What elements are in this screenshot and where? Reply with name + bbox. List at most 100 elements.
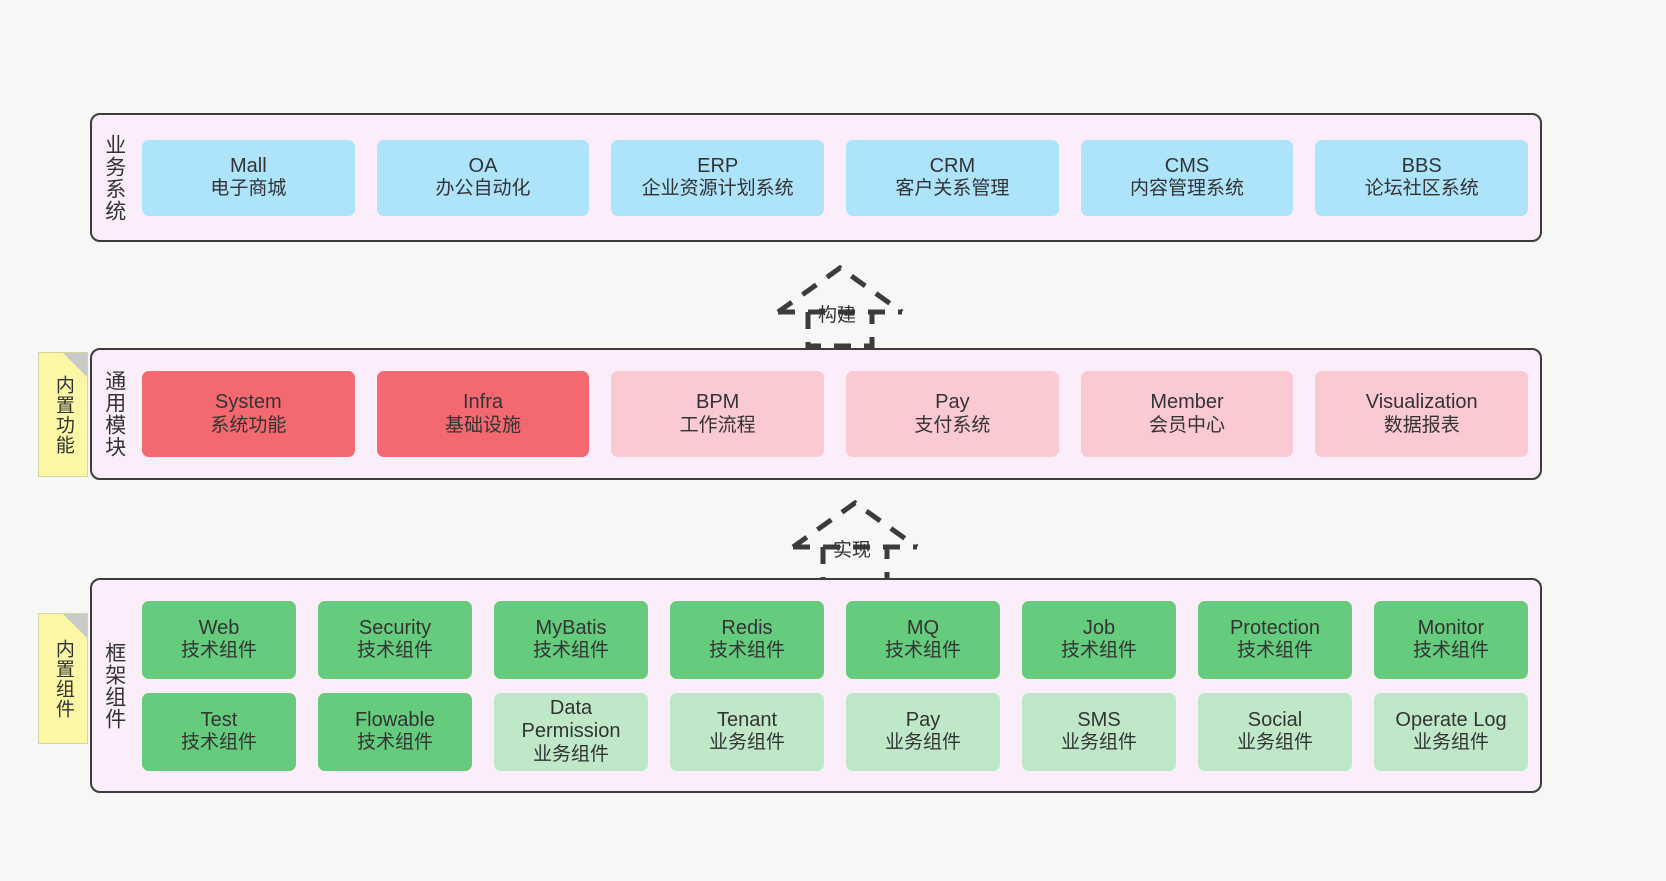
card-social[interactable]: Social 业务组件: [1198, 692, 1352, 771]
implement-relation-arrow: 实现: [775, 497, 935, 584]
business-system-layer-body: Mall 电子商城 OA 办公自动化 ERP 企业资源计划系统 CRM 客户关系…: [136, 115, 1540, 240]
note-fold-corner-icon: [63, 614, 87, 638]
framework-component-layer-body: Web 技术组件 Security 技术组件 MyBatis 技术组件 Redi…: [136, 580, 1540, 791]
card-visualization[interactable]: Visualization 数据报表: [1315, 371, 1529, 457]
card-social-subtitle: 业务组件: [1236, 732, 1313, 754]
card-redis[interactable]: Redis 技术组件: [670, 600, 824, 679]
card-sms[interactable]: SMS 业务组件: [1022, 692, 1176, 771]
builtin-feature-note-label: 内置功能: [52, 374, 74, 455]
card-web-title: Web: [198, 616, 240, 639]
common-module-layer-title: 通用模块: [102, 370, 126, 458]
card-bbs-subtitle: 论坛社区系统: [1364, 178, 1479, 200]
card-erp-subtitle: 企业资源计划系统: [641, 178, 794, 200]
card-bpm[interactable]: BPM 工作流程: [611, 371, 825, 457]
card-mq[interactable]: MQ 技术组件: [846, 600, 1000, 679]
card-sms-title: SMS: [1077, 708, 1121, 731]
card-job[interactable]: Job 技术组件: [1022, 600, 1176, 679]
card-security-subtitle: 技术组件: [356, 640, 433, 662]
card-mybatis-subtitle: 技术组件: [532, 640, 609, 662]
card-job-title: Job: [1082, 616, 1116, 639]
card-security[interactable]: Security 技术组件: [318, 600, 472, 679]
card-member-title: Member: [1150, 391, 1224, 413]
build-relation-arrow-label: 构建: [818, 305, 857, 326]
card-monitor-title: Monitor: [1417, 616, 1485, 639]
card-operate-log-subtitle: 业务组件: [1412, 732, 1489, 754]
card-protection[interactable]: Protection 技术组件: [1198, 600, 1352, 679]
card-test-subtitle: 技术组件: [180, 732, 257, 754]
builtin-feature-note: 内置功能: [38, 352, 88, 477]
card-web[interactable]: Web 技术组件: [142, 600, 296, 679]
card-erp[interactable]: ERP 企业资源计划系统: [611, 139, 825, 216]
card-mall-title: Mall: [230, 154, 267, 177]
card-mybatis-title: MyBatis: [535, 616, 607, 639]
card-system-title: System: [214, 391, 282, 413]
card-pay-component-title: Pay: [905, 708, 941, 731]
card-crm[interactable]: CRM 客户关系管理: [846, 139, 1059, 216]
card-system[interactable]: System 系统功能: [142, 371, 355, 457]
card-erp-title: ERP: [697, 154, 739, 177]
card-monitor-subtitle: 技术组件: [1412, 640, 1489, 662]
framework-component-row-1: Web 技术组件 Security 技术组件 MyBatis 技术组件 Redi…: [142, 600, 1528, 679]
common-module-layer: 通用模块 System 系统功能 Infra 基础设施 BPM 工作流程 Pay…: [90, 348, 1542, 480]
card-web-subtitle: 技术组件: [180, 640, 257, 662]
card-sms-subtitle: 业务组件: [1060, 732, 1137, 754]
card-mall[interactable]: Mall 电子商城: [142, 139, 355, 216]
card-pay-module[interactable]: Pay 支付系统: [846, 371, 1059, 457]
common-module-layer-body: System 系统功能 Infra 基础设施 BPM 工作流程 Pay 支付系统…: [136, 350, 1540, 478]
card-job-subtitle: 技术组件: [1060, 640, 1137, 662]
builtin-component-note: 内置组件: [38, 613, 88, 744]
card-tenant-subtitle: 业务组件: [708, 732, 785, 754]
card-system-subtitle: 系统功能: [210, 414, 287, 436]
card-crm-title: CRM: [929, 154, 976, 177]
common-module-row: System 系统功能 Infra 基础设施 BPM 工作流程 Pay 支付系统…: [142, 371, 1529, 457]
card-oa-subtitle: 办公自动化: [435, 178, 531, 200]
card-tenant[interactable]: Tenant 业务组件: [670, 692, 824, 771]
card-oa[interactable]: OA 办公自动化: [376, 139, 590, 216]
card-data-permission-subtitle: 业务组件: [532, 743, 609, 765]
card-flowable[interactable]: Flowable 技术组件: [318, 692, 472, 771]
card-mybatis[interactable]: MyBatis 技术组件: [494, 600, 648, 679]
card-redis-subtitle: 技术组件: [708, 640, 785, 662]
implement-relation-arrow-label: 实现: [833, 540, 872, 561]
card-protection-title: Protection: [1229, 616, 1321, 639]
card-security-title: Security: [358, 616, 432, 639]
card-member-subtitle: 会员中心: [1149, 414, 1226, 436]
note-fold-corner-icon: [63, 353, 87, 377]
framework-component-layer: 框架组件 Web 技术组件 Security 技术组件 MyBatis 技术组件…: [90, 578, 1542, 793]
card-pay-component-subtitle: 业务组件: [884, 732, 961, 754]
card-test-title: Test: [200, 708, 238, 731]
card-pay-module-title: Pay: [935, 391, 970, 413]
card-mq-subtitle: 技术组件: [884, 640, 961, 662]
card-test[interactable]: Test 技术组件: [142, 692, 296, 771]
card-cms[interactable]: CMS 内容管理系统: [1080, 139, 1294, 216]
card-data-permission[interactable]: Data Permission 业务组件: [494, 692, 648, 771]
card-protection-subtitle: 技术组件: [1236, 640, 1313, 662]
card-monitor[interactable]: Monitor 技术组件: [1374, 600, 1528, 679]
card-oa-title: OA: [468, 154, 498, 177]
card-flowable-subtitle: 技术组件: [356, 732, 433, 754]
business-system-layer-title: 业务系统: [102, 133, 126, 222]
card-operate-log-title: Operate Log: [1395, 708, 1507, 731]
card-infra[interactable]: Infra 基础设施: [376, 371, 590, 457]
framework-component-layer-title: 框架组件: [102, 641, 126, 730]
card-operate-log[interactable]: Operate Log 业务组件: [1374, 692, 1528, 771]
card-bpm-title: BPM: [696, 391, 740, 413]
business-system-layer: 业务系统 Mall 电子商城 OA 办公自动化 ERP 企业资源计划系统 CRM…: [90, 113, 1542, 242]
card-mq-title: MQ: [906, 616, 940, 639]
card-crm-subtitle: 客户关系管理: [895, 178, 1010, 200]
card-redis-title: Redis: [721, 616, 773, 639]
card-visualization-subtitle: 数据报表: [1383, 414, 1460, 436]
builtin-component-note-label: 内置组件: [52, 638, 74, 719]
card-flowable-title: Flowable: [354, 708, 436, 731]
build-relation-arrow: 构建: [760, 262, 920, 349]
card-member[interactable]: Member 会员中心: [1080, 371, 1294, 457]
card-cms-title: CMS: [1164, 154, 1210, 177]
card-bbs[interactable]: BBS 论坛社区系统: [1315, 139, 1529, 216]
card-pay-component[interactable]: Pay 业务组件: [846, 692, 1000, 771]
card-infra-subtitle: 基础设施: [445, 414, 522, 436]
card-data-permission-title: Data Permission: [521, 696, 621, 743]
card-social-title: Social: [1247, 708, 1303, 731]
business-system-row: Mall 电子商城 OA 办公自动化 ERP 企业资源计划系统 CRM 客户关系…: [142, 139, 1529, 216]
card-bbs-title: BBS: [1401, 154, 1442, 177]
